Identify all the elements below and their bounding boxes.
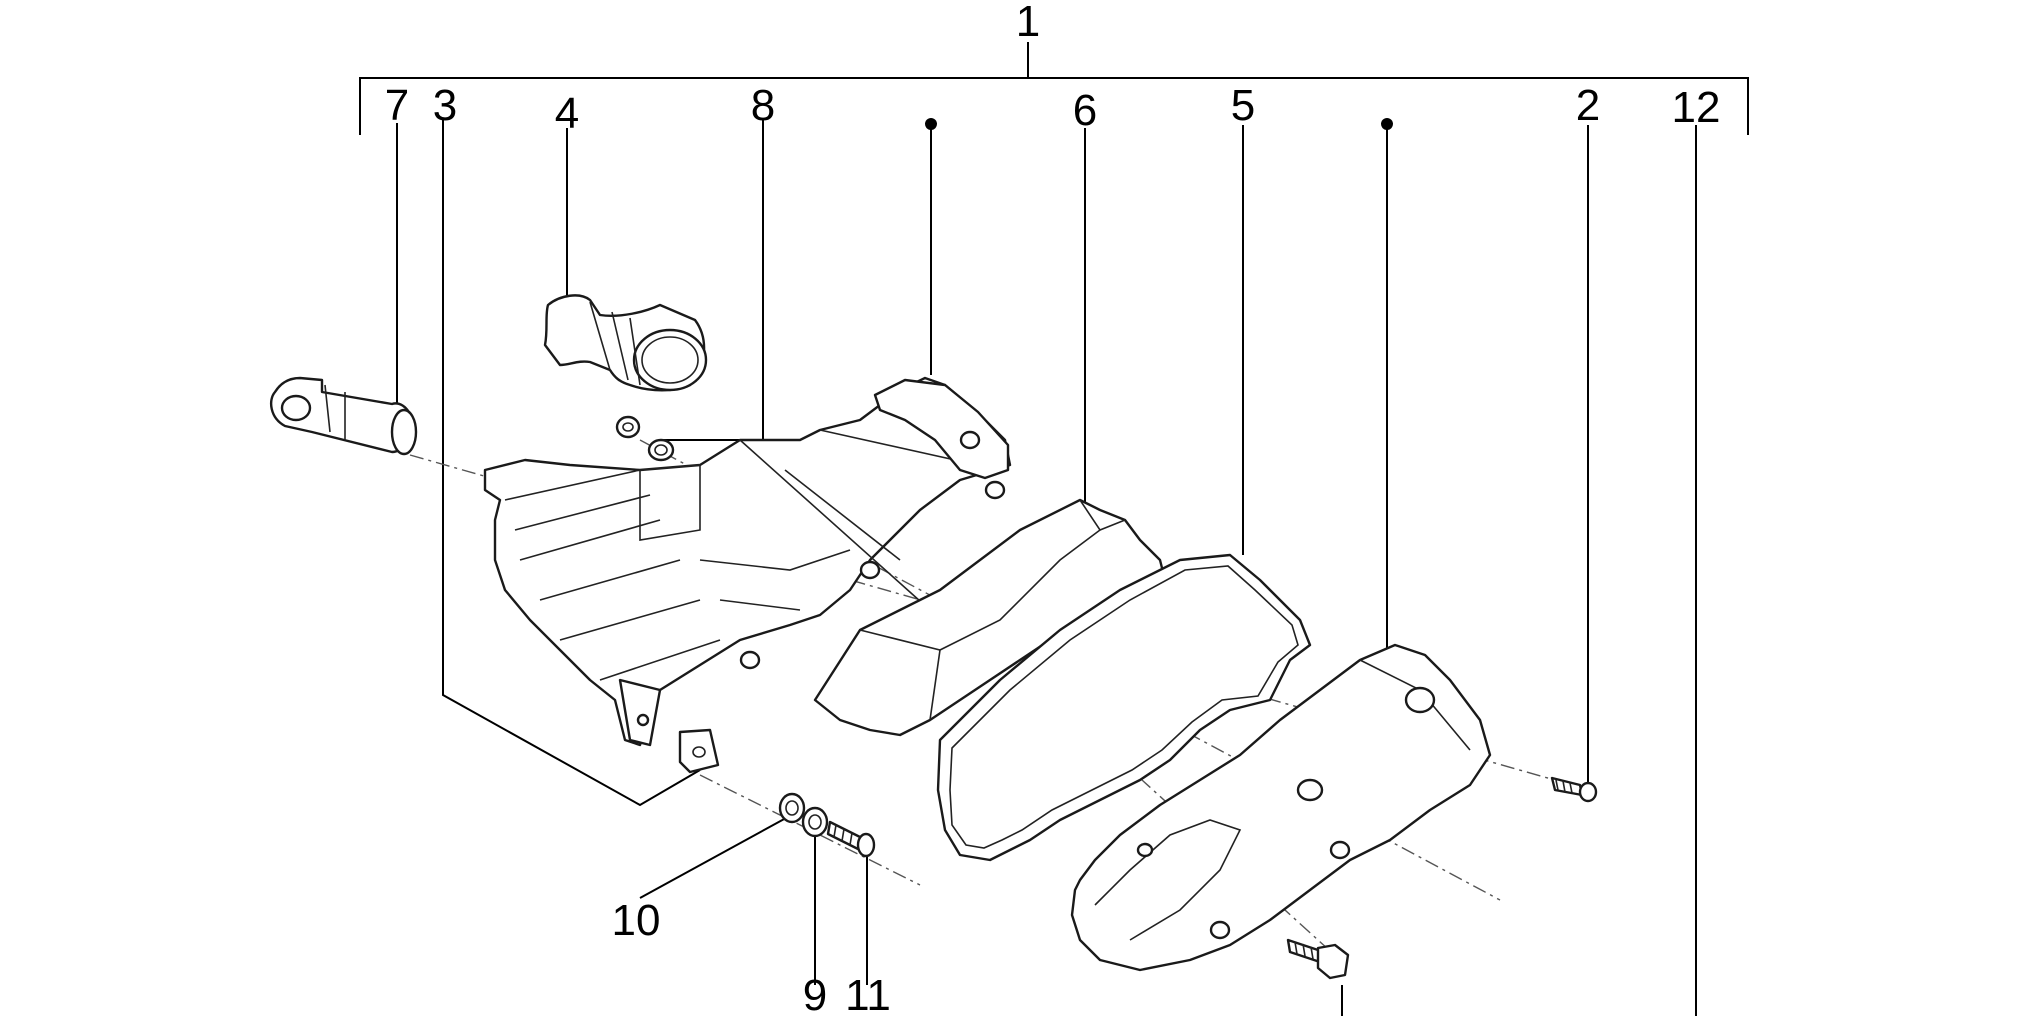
label-6: 6	[1073, 86, 1097, 135]
label-4: 4	[555, 89, 579, 138]
label-12: 12	[1672, 83, 1721, 132]
leader-dot	[925, 118, 937, 130]
clip-nut-part	[678, 728, 720, 774]
gasket-part	[936, 553, 1312, 862]
intake-elbow-part	[543, 294, 708, 392]
label-11: 11	[845, 971, 891, 1016]
screw-part	[826, 820, 876, 858]
label-10: 10	[612, 896, 661, 945]
bolt-part	[1286, 938, 1350, 980]
part-labels: 1 7 3 4 8 6 5 2 12 10 9 11	[385, 0, 1721, 1016]
label-5: 5	[1231, 81, 1255, 130]
grommet-part	[615, 415, 675, 462]
washer-part	[778, 792, 829, 838]
screw-part	[1550, 776, 1598, 803]
filter-cover-part	[1070, 643, 1492, 972]
label-9: 9	[803, 971, 827, 1016]
label-2: 2	[1576, 81, 1600, 130]
leader-dot	[1381, 118, 1393, 130]
intake-pipe-part	[269, 376, 418, 456]
filter-housing-part	[483, 376, 1012, 747]
label-1: 1	[1016, 0, 1040, 46]
assembly-bracket	[359, 42, 1749, 135]
label-8: 8	[751, 81, 775, 130]
label-3: 3	[433, 81, 457, 130]
label-7: 7	[385, 81, 409, 130]
